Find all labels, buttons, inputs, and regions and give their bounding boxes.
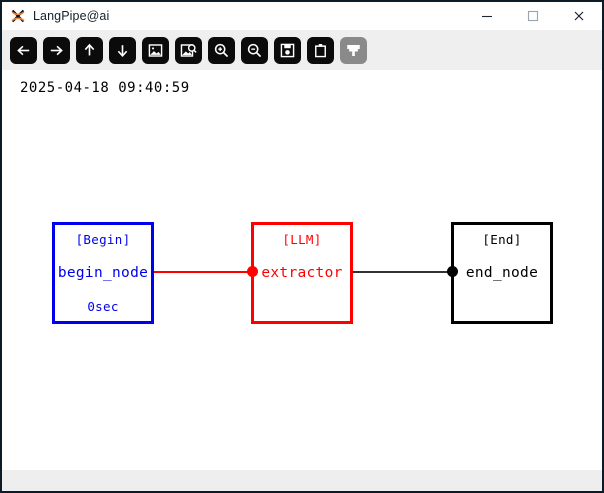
brush-button[interactable]: [340, 36, 367, 64]
title-bar: LangPipe@ai: [2, 2, 602, 30]
minimize-button[interactable]: [464, 2, 510, 30]
forward-button[interactable]: [43, 36, 70, 64]
zoom-out-button[interactable]: [241, 36, 268, 64]
node-name-label: extractor: [261, 265, 343, 281]
node-elapsed-label: 0sec: [87, 299, 119, 314]
graph-node-extractor[interactable]: [LLM] extractor: [251, 222, 353, 324]
node-name-label: end_node: [465, 265, 539, 281]
inspect-image-button[interactable]: [175, 36, 202, 64]
graph-canvas[interactable]: 2025-04-18 09:40:59 [Begin] begin_node 0…: [2, 70, 602, 470]
toolbar: [2, 30, 602, 70]
node-kind-label: [LLM]: [282, 232, 322, 247]
window-controls: [464, 2, 602, 30]
up-button[interactable]: [76, 36, 103, 64]
maximize-button[interactable]: [510, 2, 556, 30]
save-button[interactable]: [274, 36, 301, 64]
status-bar: [2, 470, 602, 491]
graph-node-begin[interactable]: [Begin] begin_node 0sec: [52, 222, 154, 324]
node-input-port-end[interactable]: [447, 266, 458, 277]
close-button[interactable]: [556, 2, 602, 30]
node-kind-label: [End]: [482, 232, 522, 247]
edge-extractor-to-end: [353, 271, 453, 273]
langpipe-x-logo-icon: [9, 7, 27, 25]
clipboard-button[interactable]: [307, 36, 334, 64]
fit-image-button[interactable]: [142, 36, 169, 64]
zoom-in-button[interactable]: [208, 36, 235, 64]
window-title: LangPipe@ai: [33, 9, 110, 23]
edge-begin-to-extractor: [154, 271, 253, 273]
graph-node-end[interactable]: [End] end_node: [451, 222, 553, 324]
node-name-label: begin_node: [57, 265, 149, 281]
node-input-port-extractor[interactable]: [247, 266, 258, 277]
run-timestamp: 2025-04-18 09:40:59: [20, 80, 190, 96]
down-button[interactable]: [109, 36, 136, 64]
back-button[interactable]: [10, 36, 37, 64]
node-kind-label: [Begin]: [75, 232, 131, 247]
